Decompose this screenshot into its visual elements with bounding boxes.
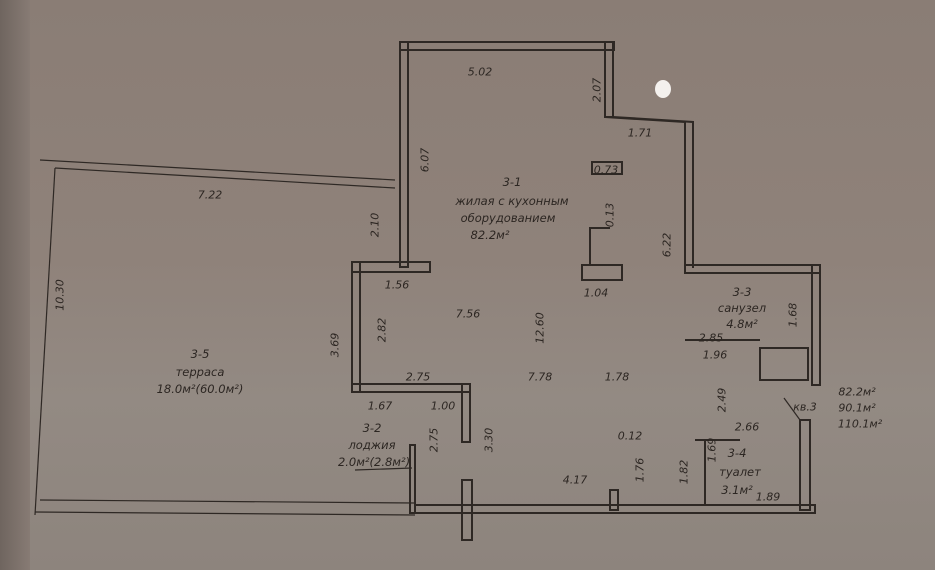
glare-spot — [655, 80, 671, 98]
dimension: 3.30 — [482, 427, 496, 453]
dimension: 2.66 — [734, 420, 760, 434]
dimension: 6.07 — [418, 147, 432, 173]
dimension: 2.10 — [368, 212, 382, 238]
room-3-3-id: 3-3 — [732, 285, 752, 299]
dimension: 2.75 — [405, 370, 431, 384]
dimension: 4.17 — [562, 473, 588, 487]
dimension: 1.67 — [367, 399, 393, 413]
dimension: 12.60 — [533, 312, 547, 344]
dimension: 2.82 — [375, 317, 389, 343]
dimension: 7.78 — [527, 370, 553, 384]
dimension: 1.56 — [384, 278, 410, 292]
dimension: 2.49 — [715, 387, 729, 413]
dimension: 7.22 — [197, 188, 223, 202]
dimension: 2.75 — [427, 427, 441, 453]
dimension: 1.78 — [604, 370, 630, 384]
terrace-outline — [34, 159, 801, 516]
room-3-2-area: 2.0м²(2.8м²) — [337, 455, 411, 469]
dimension: 6.22 — [660, 232, 674, 258]
room-3-4-name: туалет — [719, 465, 761, 479]
dimension: 10.30 — [53, 279, 67, 311]
dimension: 7.56 — [455, 307, 481, 321]
dimension: 2.85 — [698, 331, 724, 345]
room-3-3-area: 4.8м² — [726, 317, 758, 331]
dimension: 0.12 — [617, 429, 643, 443]
room-3-1-area: 82.2м² — [470, 228, 510, 242]
room-3-2-id: 3-2 — [362, 421, 382, 435]
dimension: 1.00 — [430, 399, 456, 413]
dimension: 1.69 — [705, 437, 719, 463]
walls — [351, 41, 821, 541]
room-3-1-name: жилая с кухонным — [455, 194, 569, 208]
room-3-1-id: 3-1 — [502, 175, 522, 189]
dimension: 1.96 — [702, 348, 728, 362]
room-3-1-name2: оборудованием — [460, 211, 556, 225]
room-3-5-id: 3-5 — [190, 347, 210, 361]
apartment-label: кв.3 — [793, 400, 817, 414]
dimension: 0.13 — [603, 202, 617, 228]
dimension: 0.73 — [593, 163, 619, 177]
dimension: 2.07 — [590, 77, 604, 103]
room-3-4-area: 3.1м² — [721, 483, 753, 497]
dimension: 1.71 — [627, 126, 653, 140]
room-3-5-area: 18.0м²(60.0м²) — [156, 382, 244, 396]
room-3-2-name: лоджия — [348, 438, 396, 452]
dimension: 1.68 — [786, 302, 800, 328]
dimension: 3.69 — [328, 332, 342, 358]
dimension: 1.76 — [633, 457, 647, 483]
room-3-5-name: терраса — [175, 365, 225, 379]
apartment-area-2: 90.1м² — [838, 401, 876, 415]
room-3-4-id: 3-4 — [727, 446, 747, 460]
photo-edge — [0, 0, 30, 570]
dimension: 1.82 — [677, 459, 691, 485]
apartment-area-1: 82.2м² — [838, 385, 876, 399]
apartment-area-3: 110.1м² — [837, 417, 883, 431]
dimension: 1.89 — [755, 490, 781, 504]
dimension: 5.02 — [467, 65, 493, 79]
dimension: 1.04 — [583, 286, 609, 300]
room-3-3-name: санузел — [717, 301, 767, 315]
